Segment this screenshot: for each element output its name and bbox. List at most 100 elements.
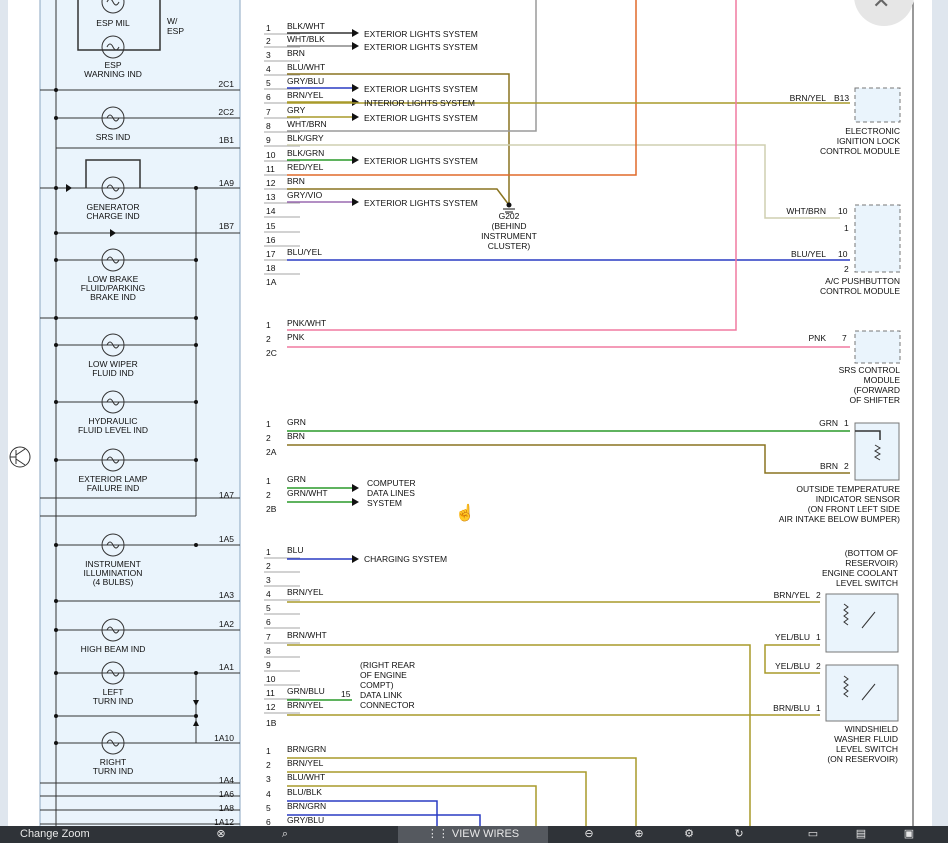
connector-label: 1B: [266, 718, 277, 728]
wire-color-label: BRN/YEL: [287, 758, 324, 768]
wire-color-label: GRY/VIO: [287, 190, 323, 200]
charging-system-label: CHARGING SYSTEM: [364, 554, 447, 564]
ac-module-label: A/C PUSHBUTTON: [825, 276, 900, 286]
indicator-label: LEFT: [103, 687, 124, 697]
wire-4: [287, 73, 510, 205]
splice-dot: [54, 671, 58, 675]
sensor-circuit: [855, 430, 881, 440]
indicator-label: (4 BULBS): [93, 577, 134, 587]
indicator-label: EXTERIOR LAMP: [79, 474, 148, 484]
indicator-label: FAILURE IND: [87, 483, 139, 493]
srs-wire-label: PNK: [809, 333, 827, 343]
wire-color-label: BLU: [287, 545, 304, 555]
system-destination-label: INTERIOR LIGHTS SYSTEM: [364, 98, 475, 108]
close-circle-icon[interactable]: ⊗: [216, 828, 226, 840]
splice-dot: [54, 458, 58, 462]
view-wires-button[interactable]: ⋮⋮ VIEW WIRES: [398, 826, 548, 843]
wire-color-label: BLK/GRY: [287, 133, 324, 143]
splice-dot: [194, 714, 198, 718]
splice-dot: [54, 714, 58, 718]
wire-color-label: RED/YEL: [287, 162, 324, 172]
cluster-pin-label: 2C2: [218, 107, 234, 117]
wire-color-label: BRN/YEL: [287, 90, 324, 100]
indicator-label: INSTRUMENT: [85, 559, 141, 569]
pin-number: 6: [266, 92, 271, 102]
bulb-filament: [106, 0, 120, 6]
temp-wire1-label: GRN: [819, 418, 838, 428]
washer-pin1-label: 2: [816, 661, 821, 671]
plus-circle-icon[interactable]: ⊕: [634, 828, 644, 840]
search-icon[interactable]: ⌕: [281, 828, 289, 840]
wire-color-label: GRN/BLU: [287, 686, 325, 696]
pin-number: 11: [266, 688, 275, 698]
washer-wire2-label: BRN/BLU: [773, 703, 810, 713]
pin-number: 5: [266, 78, 271, 88]
pin-number: 10: [266, 674, 276, 684]
connector-label: 2B: [266, 504, 277, 514]
pin-number: 5: [266, 603, 271, 613]
pin-number: 12: [266, 178, 276, 188]
rotate-icon[interactable]: ↻: [734, 828, 744, 840]
wire-color-label: BRN/YEL: [287, 587, 324, 597]
minus-circle-icon[interactable]: ⊖: [584, 828, 594, 840]
arrow-icon: [352, 498, 359, 506]
document-icon[interactable]: ▤: [855, 828, 867, 840]
washer-wire1-label: YEL/BLU: [775, 661, 810, 671]
indicator-label: RIGHT: [100, 757, 126, 767]
pin-number: 1: [266, 746, 271, 756]
temp-wire2-label: BRN: [820, 461, 838, 471]
ignition-pin-label: B13: [834, 93, 849, 103]
pin-number: 16: [266, 235, 276, 245]
change-zoom-label[interactable]: Change Zoom: [20, 828, 90, 840]
close-icon[interactable]: ✕: [872, 0, 890, 13]
pin-number: 17: [266, 249, 276, 259]
pin-number: 2: [266, 760, 271, 770]
pin-number: 9: [266, 135, 271, 145]
cluster-pin-label: 1B7: [219, 221, 234, 231]
diode-icon: [193, 720, 199, 726]
arrow-icon: [352, 555, 359, 563]
wire-color-label: GRY: [287, 105, 306, 115]
diode-icon: [110, 229, 116, 237]
temperature-sensor: [854, 422, 900, 481]
coolant-wire2-label: YEL/BLU: [775, 632, 810, 642]
pin-number: 1: [266, 476, 271, 486]
wire-2c-1: [287, 0, 737, 331]
pin-number: 6: [266, 817, 271, 827]
wire-11: [287, 0, 637, 176]
splice-dot: [54, 258, 58, 262]
temp-sensor-label: (ON FRONT LEFT SIDE: [808, 504, 901, 514]
srs-module-label: SRS CONTROL: [839, 365, 901, 375]
cluster-pin-label: 1A2: [219, 619, 234, 629]
pin-number: 2: [266, 36, 271, 46]
pin-number: 4: [266, 589, 271, 599]
wire-2a-2: [287, 444, 850, 474]
cluster-pin-label: 1A8: [219, 803, 234, 813]
wire-9: [287, 144, 840, 219]
cluster-pin-label: 1A9: [219, 178, 234, 188]
indicator-label: ILLUMINATION: [84, 568, 143, 578]
pin-number: 1: [266, 23, 271, 33]
esp-bracket: [77, 0, 161, 51]
esp-mil-label: ESP MIL: [96, 18, 130, 28]
arrow-icon: [352, 42, 359, 50]
esp-warning-bulb-icon: [101, 35, 125, 59]
coolant-switch-label: (BOTTOM OF: [845, 548, 898, 558]
wire-color-label: BRN/YEL: [287, 700, 324, 710]
system-destination-label: EXTERIOR LIGHTS SYSTEM: [364, 29, 478, 39]
save-icon[interactable]: ▣: [903, 828, 915, 840]
settings-icon[interactable]: ⚙: [684, 828, 694, 840]
close-overlay-button[interactable]: [854, 0, 914, 26]
washer-pin2-label: 1: [816, 703, 821, 713]
dlc-label: COMPT): [360, 680, 394, 690]
indicator-label: SRS IND: [96, 132, 130, 142]
srs-module-label: OF SHIFTER: [849, 395, 900, 405]
resistor-icon: [843, 603, 849, 626]
cluster-pin-label: 1B1: [219, 135, 234, 145]
wire-bottom-2: [287, 771, 587, 826]
esp-option-label: ESP: [167, 26, 184, 36]
system-destination-label: EXTERIOR LIGHTS SYSTEM: [364, 198, 478, 208]
pin-number: 8: [266, 121, 271, 131]
dlc-label: OF ENGINE: [360, 670, 407, 680]
print-icon[interactable]: ▭: [807, 828, 819, 840]
